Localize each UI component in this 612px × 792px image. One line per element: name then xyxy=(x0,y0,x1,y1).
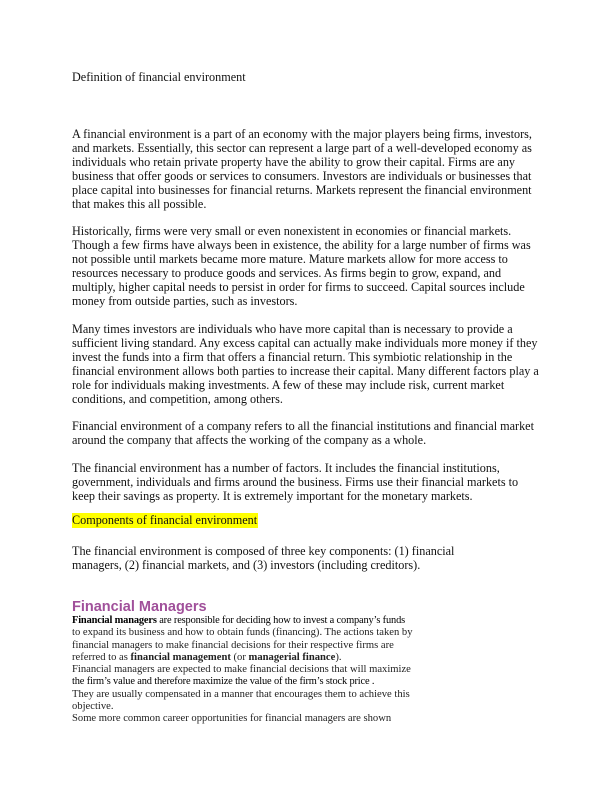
fm-line: They are usually compensated in a manner… xyxy=(72,688,410,700)
paragraph-2: Historically, firms were very small or e… xyxy=(72,224,542,308)
components-paragraph: The financial environment is composed of… xyxy=(72,544,492,573)
paragraph-5: The financial environment has a number o… xyxy=(72,461,542,504)
paragraph-4: Financial environment of a company refer… xyxy=(72,419,542,448)
fm-line: referred to as financial management (or … xyxy=(72,652,432,664)
paragraph-text: Financial environment of a company refer… xyxy=(72,419,534,447)
term-managerial-finance: managerial finance xyxy=(248,651,336,663)
fm-line: objective. xyxy=(72,701,114,713)
term-financial-management: financial management xyxy=(130,651,231,663)
fm-text: (or xyxy=(230,651,249,663)
fm-line: financial managers to make financial dec… xyxy=(72,639,394,651)
fm-line-bold-lead: Financial managers xyxy=(72,615,157,626)
paragraph-text: The financial environment has a number o… xyxy=(72,461,519,503)
fm-text: referred to as xyxy=(72,651,131,663)
fm-line: the firm’s value and therefore maximize … xyxy=(72,676,375,688)
paragraph-text: Historically, firms were very small or e… xyxy=(72,224,531,308)
financial-managers-heading: Financial Managers xyxy=(72,599,207,615)
document-title: Definition of financial environment xyxy=(72,70,246,84)
fm-line: Financial managers are responsible for d… xyxy=(72,615,432,627)
fm-line-rest: are responsible for deciding how to inve… xyxy=(156,615,406,626)
paragraph-text: Many times investors are individuals who… xyxy=(72,322,539,406)
fm-line: to expand its business and how to obtain… xyxy=(72,627,413,639)
paragraph-text: The financial environment is composed of… xyxy=(72,544,455,572)
components-heading-highlighted: Components of financial environment xyxy=(72,513,259,528)
financial-managers-section: Financial managers are responsible for d… xyxy=(72,615,432,726)
fm-line: Some more common career opportunities fo… xyxy=(72,713,392,725)
paragraph-text: A financial environment is a part of an … xyxy=(72,127,532,211)
fm-line: Financial managers are expected to make … xyxy=(72,664,411,676)
paragraph-3: Many times investors are individuals who… xyxy=(72,322,542,406)
fm-text: ). xyxy=(335,651,342,663)
paragraph-1: A financial environment is a part of an … xyxy=(72,127,542,211)
